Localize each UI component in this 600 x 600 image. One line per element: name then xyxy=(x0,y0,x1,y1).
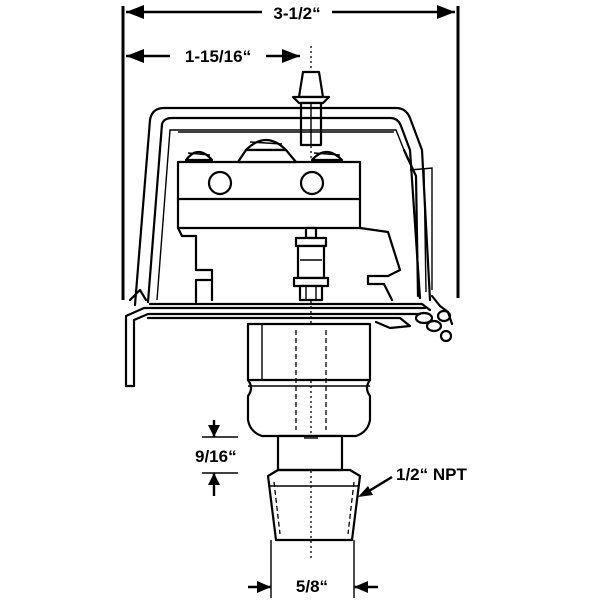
label-center-offset: 1-15/16“ xyxy=(185,47,251,66)
sensing-body xyxy=(246,322,372,438)
micro-switch-block xyxy=(176,138,362,230)
actuator-plunger xyxy=(292,226,330,302)
ground-chain-icon xyxy=(414,294,454,343)
terminal-screw-left-icon xyxy=(184,150,214,162)
dimension-center-offset: 1-15/16“ xyxy=(126,46,300,66)
label-thread-type: 1/2“ NPT xyxy=(396,465,467,484)
switch-frame xyxy=(176,226,402,304)
dimension-thread-type: 1/2“ NPT xyxy=(358,465,467,497)
hose-barb-fitting xyxy=(291,70,331,147)
label-thread-diameter: 5/8“ xyxy=(296,577,328,596)
threaded-port xyxy=(266,434,362,542)
mounting-hole-left-icon xyxy=(207,170,233,196)
dimension-thread-length: 9/16“ xyxy=(195,420,238,496)
mounting-hole-right-icon xyxy=(299,170,325,196)
switch-housing xyxy=(128,106,433,307)
base-plate xyxy=(124,294,454,388)
label-overall-width: 3-1/2“ xyxy=(273,4,320,23)
terminal-screw-middle-icon xyxy=(236,138,298,164)
dimension-thread-diameter: 5/8“ xyxy=(248,540,378,598)
label-thread-length: 9/16“ xyxy=(195,447,237,466)
dimension-overall-width: 3-1/2“ xyxy=(121,3,460,300)
terminal-screw-right-icon xyxy=(310,150,344,162)
